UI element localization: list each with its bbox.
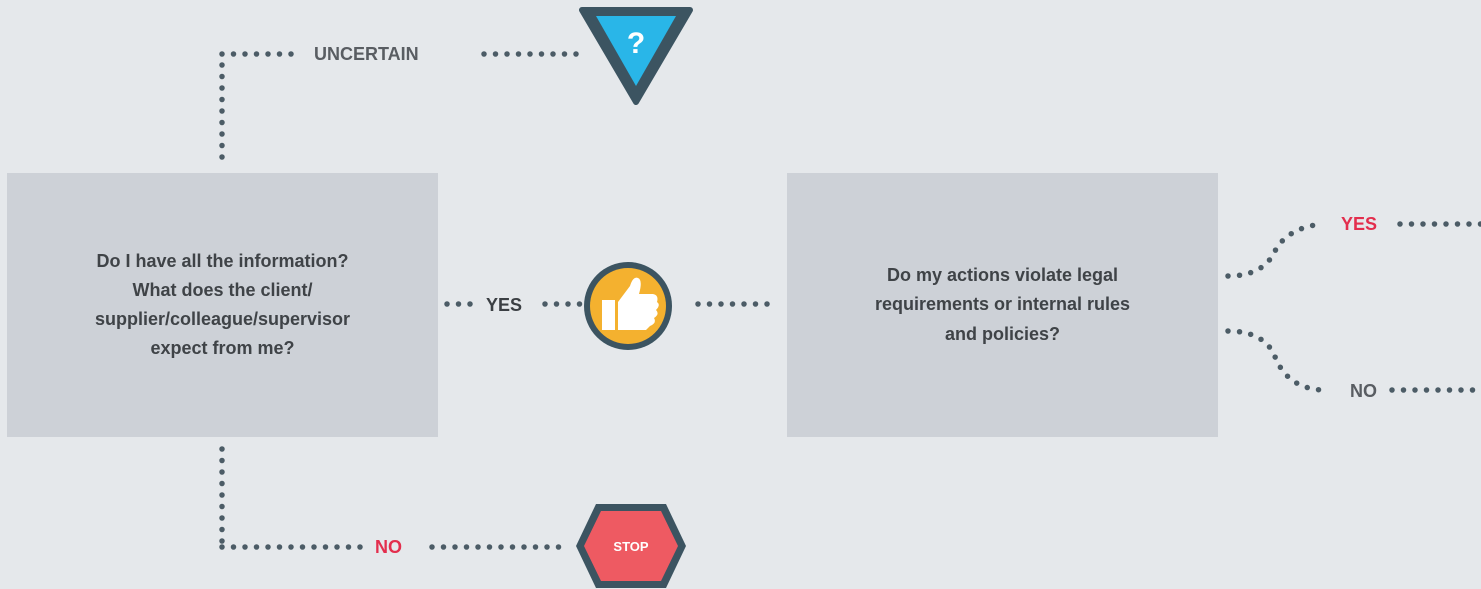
violation-question-text: Do my actions violate legal requirements…	[874, 265, 1131, 344]
information-question-box: Do I have all the information? What does…	[7, 173, 438, 437]
stop-sign-icon: STOP	[576, 504, 686, 588]
thumbs-up-icon	[584, 262, 672, 350]
yes-label-middle: YES	[486, 295, 523, 315]
stop-label: STOP	[613, 539, 648, 554]
no-label-right: NO	[1350, 381, 1377, 401]
connector-right-no-branch	[1225, 328, 1325, 393]
question-mark: ?	[627, 27, 645, 60]
violation-question-box: Do my actions violate legal requirements…	[787, 173, 1218, 437]
uncertain-label: UNCERTAIN	[314, 44, 419, 64]
question-triangle-icon: ?	[579, 7, 693, 105]
yes-label-right: YES	[1341, 214, 1378, 234]
connector-right-yes-branch	[1225, 221, 1325, 279]
no-label-bottom: NO	[375, 537, 402, 557]
information-question-text: Do I have all the information? What does…	[94, 250, 351, 359]
